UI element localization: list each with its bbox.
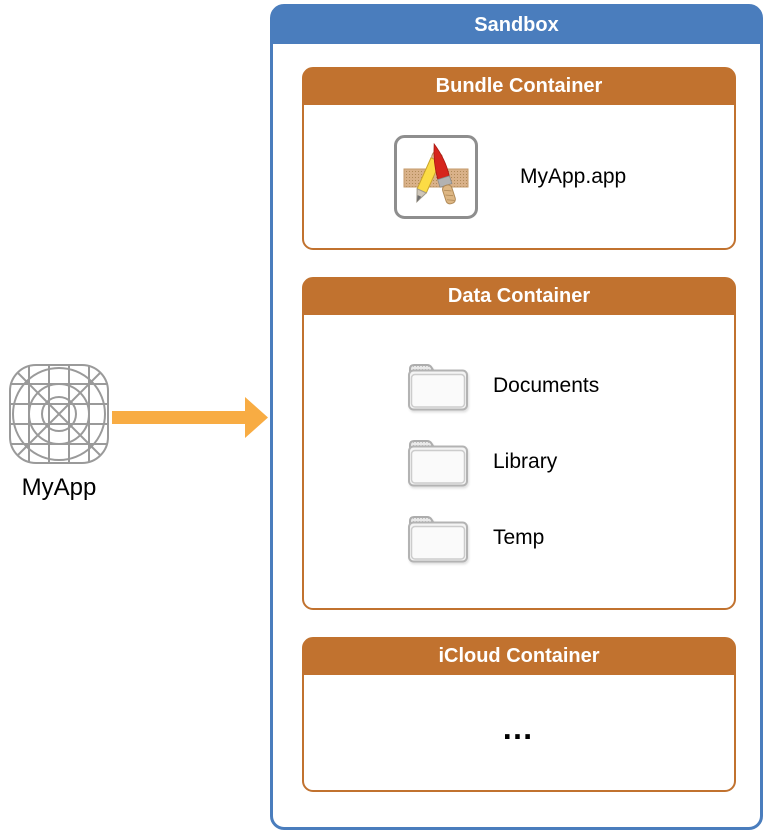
app-bundle-icon <box>393 134 479 220</box>
data-container-body: Documents Library Temp <box>304 315 734 576</box>
bundle-item-label: MyApp.app <box>520 165 627 188</box>
folder-icon <box>406 359 470 413</box>
bundle-container-title: Bundle Container <box>303 68 735 105</box>
data-container-title: Data Container <box>303 278 735 315</box>
bundle-container: Bundle Container <box>302 67 736 250</box>
app-grid-icon <box>9 364 109 464</box>
icloud-container-title: iCloud Container <box>303 638 735 675</box>
icloud-container: iCloud Container … <box>302 637 736 792</box>
folder-row-documents: Documents <box>304 348 734 424</box>
icloud-container-body: … <box>304 675 734 791</box>
app-label: MyApp <box>21 474 97 501</box>
folder-row-library: Library <box>304 424 734 500</box>
bundle-container-body: MyApp.app <box>304 105 734 249</box>
folder-icon <box>406 511 470 565</box>
folder-label: Temp <box>493 526 545 549</box>
app-icon-grid-template <box>7 362 111 466</box>
data-container: Data Container Documents <box>302 277 736 610</box>
folder-label: Library <box>493 450 558 473</box>
folder-row-temp: Temp <box>304 500 734 576</box>
sandbox-title: Sandbox <box>272 6 761 44</box>
folder-label: Documents <box>493 374 600 397</box>
right-arrow-icon <box>112 396 269 439</box>
folder-icon <box>406 435 470 489</box>
ellipsis-placeholder: … <box>501 710 537 746</box>
